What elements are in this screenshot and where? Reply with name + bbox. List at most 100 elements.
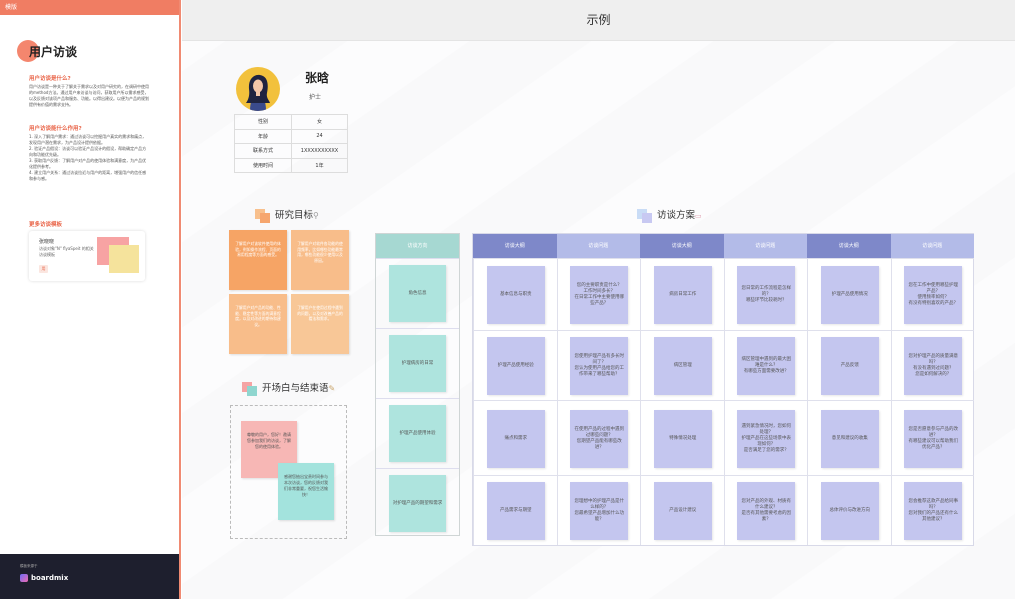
profile-value: 女 [291, 114, 348, 130]
sticky-stack-icon [637, 208, 653, 223]
template-tag: 模版 [0, 0, 179, 15]
plan-cell: 您理想中的护理产品是什么样的？ 您最希望产品增加什么功能？ [556, 475, 640, 545]
plan-cell: 病区管理中遇到的最大困难是什么？ 有哪些方面需要改进？ [723, 330, 807, 400]
direction-cell: 护理病房的日常 [376, 328, 459, 398]
plan-cell: 您是否愿意参与产品的改进？ 有哪些建议可以帮助我们优化产品？ [890, 400, 974, 475]
profile-key: 年龄 [234, 128, 292, 144]
direction-cell: 对护理产品的期望和需求 [376, 468, 459, 536]
outline-sticky[interactable]: 产品反馈 [820, 337, 879, 395]
plan-cell: 病房日常工作 [640, 258, 724, 330]
question-sticky[interactable]: 您对产品的外观、材质有什么建议？ 是否有其他需要考虑的因素？ [737, 482, 796, 540]
boardmix-logo-icon [20, 574, 28, 582]
profile-key: 使用时间 [234, 157, 292, 173]
section-text-purpose: 1. 深入了解用户需求：通过访谈可以挖掘用户真实的需求和痛点，发现用户潜在需求，… [29, 134, 147, 181]
outline-sticky[interactable]: 意见和建议的收集 [820, 409, 879, 468]
sticky-stack-icon [242, 381, 258, 396]
goals-title: 研究目标 [275, 210, 314, 221]
boardmix-logo-text: boardmix [31, 574, 69, 582]
magnifier-icon: ⚲ [313, 211, 319, 220]
outline-sticky[interactable]: 产品设计建议 [653, 482, 712, 540]
goal-sticky[interactable]: 了解用户在使用过程中遇到的问题，以及对改善产品的看法和需求。 [291, 294, 349, 354]
question-sticky[interactable]: 遇到紧急情况时，您如何处理？ 护理产品在这些场景中表现如何？ 是否满足了您的需求… [737, 409, 796, 468]
left-title-block: 用户访谈 [17, 40, 167, 64]
question-sticky[interactable]: 您在工作中使用哪些护理产品？ 使用频率如何？ 有没有特别喜欢的产品？ [904, 266, 963, 324]
direction-sticky[interactable]: 角色信息 [389, 265, 446, 322]
plan-title: 访谈方案 [657, 210, 696, 221]
profile-name: 张晗 [305, 71, 330, 85]
plan-cell: 您日常的工作流程是怎样的？ 哪些环节比较耗时？ [723, 258, 807, 330]
plan-cell: 产品反馈 [807, 330, 891, 400]
plan-cell: 您会推荐这款产品给同事吗？ 您对我们的产品还有什么其他建议？ [890, 475, 974, 545]
eraser-icon: ▭ [695, 212, 702, 220]
question-sticky[interactable]: 您使用护理产品有多长时间了？ 您认为使用产品给您的工作带来了哪些帮助？ [570, 337, 629, 395]
section-text-what: 用户访谈是一种关于了解关于需求以及对用户研究的，在调研中使用的method方法。… [29, 84, 149, 107]
plan-cell: 遇到紧急情况时，您如何处理？ 护理产品在这些场景中表现如何？ 是否满足了您的需求… [723, 400, 807, 475]
plan-heading: 访谈方案▭ [637, 207, 702, 223]
question-sticky[interactable]: 您的主要职责是什么？ 工作时间多长？ 在日常工作中主要使用哪些产品？ [570, 266, 629, 324]
avatar-illustration-icon [246, 74, 270, 111]
direction-column: 访谈方向 角色信息 护理病房的日常 护理产品使用体验 对护理产品的期望和需求 [375, 233, 460, 536]
section-heading-purpose: 用户访谈能什么作用? [29, 126, 82, 132]
outline-sticky[interactable]: 总体评价与改进方向 [820, 482, 879, 540]
outline-sticky[interactable]: 基本信息与职责 [486, 266, 545, 324]
goal-sticky[interactable]: 了解用户对软件各功能的使用频率，比如哪些功能最常用，哪些功能很少使用以及原因。 [291, 230, 349, 290]
sticky-note-yellow [109, 245, 139, 273]
direction-sticky[interactable]: 护理产品使用体验 [389, 405, 446, 462]
question-sticky[interactable]: 您理想中的护理产品是什么样的？ 您最希望产品增加什么功能？ [570, 482, 629, 540]
outline-sticky[interactable]: 病区管理 [653, 337, 712, 395]
sticky-stack-icon [255, 208, 271, 223]
plan-cell: 护理产品使用经验 [473, 330, 557, 400]
direction-sticky[interactable]: 对护理产品的期望和需求 [389, 475, 446, 532]
opening-title: 开场白与结束语 [262, 383, 329, 394]
question-sticky[interactable]: 您对护理产品的质量满意吗？ 有没有遇到过问题？ 您是如何解决的？ [904, 337, 963, 395]
plan-cell: 护理产品使用情况 [807, 258, 891, 330]
avatar [236, 67, 280, 111]
plan-table: 访谈大纲访谈问题访谈大纲访谈问题访谈大纲访谈问题基本信息与职责您的主要职责是什么… [472, 233, 974, 546]
plan-cell: 您在工作中使用哪些护理产品？ 使用频率如何？ 有没有特别喜欢的产品？ [890, 258, 974, 330]
use-template-button[interactable]: 用 [39, 265, 48, 273]
template-card[interactable]: 张晓晓 访谈对象"N" flyaSpeit 的相关访谈模板 用 [29, 231, 145, 281]
question-sticky[interactable]: 病区管理中遇到的最大困难是什么？ 有哪些方面需要改进？ [737, 337, 796, 395]
plan-header-cell: 访谈大纲 [807, 234, 891, 258]
closing-sticky[interactable]: 感谢您抽出宝贵时间参与本次访谈，您的反馈对我们非常重要，祝您生活愉快！ [278, 463, 334, 520]
template-info-panel: 模版 用户访谈 用户访谈是什么? 用户访谈是一种关于了解关于需求以及对用户研究的… [0, 0, 181, 599]
direction-cell: 护理产品使用体验 [376, 398, 459, 468]
plan-cell: 意见和建议的收集 [807, 400, 891, 475]
plan-cell: 总体评价与改进方向 [807, 475, 891, 545]
profile-key: 性别 [234, 114, 292, 130]
outline-sticky[interactable]: 特殊情况处理 [653, 409, 712, 468]
question-sticky[interactable]: 您会推荐这款产品给同事吗？ 您对我们的产品还有什么其他建议？ [904, 482, 963, 540]
opening-board: 尊敬的用户，您好！邀请您参加我们的访谈，了解您的使用体验。 感谢您抽出宝贵时间参… [230, 405, 347, 539]
plan-header-cell: 访谈问题 [556, 234, 640, 258]
plan-cell: 特殊情况处理 [640, 400, 724, 475]
boardmix-logo[interactable]: boardmix [20, 574, 68, 582]
outline-sticky[interactable]: 产品需求与期望 [486, 482, 545, 540]
profile-row: 性别女 [234, 114, 348, 130]
section-heading-what: 用户访谈是什么? [29, 76, 71, 82]
profile-key: 联系方式 [234, 143, 292, 159]
outline-sticky[interactable]: 痛点和需求 [486, 409, 545, 468]
plan-cell: 您的主要职责是什么？ 工作时间多长？ 在日常工作中主要使用哪些产品？ [556, 258, 640, 330]
footer-source-label: 模板来源于 [20, 564, 38, 568]
plan-header-cell: 访谈大纲 [473, 234, 557, 258]
template-card-desc: 访谈对象"N" flyaSpeit 的相关访谈模板 [39, 246, 94, 257]
plan-header-cell: 访谈大纲 [640, 234, 724, 258]
question-sticky[interactable]: 在使用产品的过程中遇到过哪些问题？ 您期望产品能有哪些改进？ [570, 409, 629, 468]
opening-sticky[interactable]: 尊敬的用户，您好！邀请您参加我们的访谈，了解您的使用体验。 [241, 421, 297, 478]
question-sticky[interactable]: 您日常的工作流程是怎样的？ 哪些环节比较耗时？ [737, 266, 796, 324]
goal-sticky[interactable]: 了解用户对产品的功能、性能、稳定性等方面的满意程度，以及对改进的期待和建议。 [229, 294, 287, 354]
outline-sticky[interactable]: 病房日常工作 [653, 266, 712, 324]
goal-sticky[interactable]: 了解用户对该软件使用的体验，例如操作流程、页面的易用程度等方面的感受。 [229, 230, 287, 290]
direction-sticky[interactable]: 护理病房的日常 [389, 335, 446, 392]
question-sticky[interactable]: 您是否愿意参与产品的改进？ 有哪些建议可以帮助我们优化产品？ [904, 409, 963, 468]
profile-value: 1年 [291, 157, 348, 173]
outline-sticky[interactable]: 护理产品使用经验 [486, 337, 545, 395]
direction-header: 访谈方向 [376, 234, 459, 258]
plan-cell: 您对护理产品的质量满意吗？ 有没有遇到过问题？ 您是如何解决的？ [890, 330, 974, 400]
goals-board: 了解用户对该软件使用的体验，例如操作流程、页面的易用程度等方面的感受。 了解用户… [229, 230, 349, 354]
outline-sticky[interactable]: 护理产品使用情况 [820, 266, 879, 324]
